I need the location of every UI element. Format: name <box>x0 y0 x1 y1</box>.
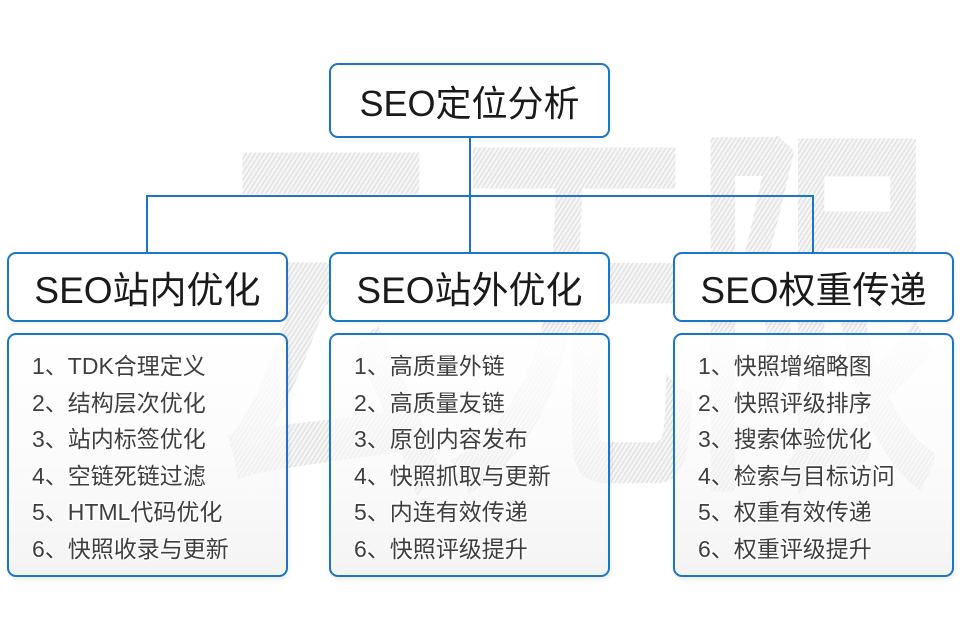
branch-header-label: SEO权重传递 <box>700 270 927 311</box>
list-item: 5、HTML代码优化 <box>32 499 223 525</box>
list-item: 2、快照评级排序 <box>698 389 872 416</box>
list-item: 4、快照抓取与更新 <box>354 462 551 489</box>
branch-header-label: SEO站内优化 <box>34 270 261 311</box>
list-item: 6、权重评级提升 <box>698 535 872 562</box>
list-item: 6、快照评级提升 <box>354 535 528 562</box>
list-item: 3、原创内容发布 <box>354 426 528 452</box>
list-item: 5、权重有效传递 <box>698 499 872 525</box>
list-item: 3、搜索体验优化 <box>698 426 872 452</box>
list-item: 5、内连有效传递 <box>354 499 528 525</box>
branch-header-label: SEO站外优化 <box>356 270 583 311</box>
list-item: 6、快照收录与更新 <box>32 535 229 562</box>
list-item: 3、站内标签优化 <box>32 426 206 452</box>
root-topic-label: SEO定位分析 <box>359 82 580 124</box>
list-item: 1、高质量外链 <box>354 353 505 379</box>
branch-header-onsite: SEO站内优化 <box>7 252 288 322</box>
list-item: 1、快照增缩略图 <box>698 353 872 379</box>
connector-right-vertical <box>812 195 814 254</box>
list-item: 1、TDK合理定义 <box>32 353 206 379</box>
list-item: 2、结构层次优化 <box>32 389 206 416</box>
list-item: 4、检索与目标访问 <box>698 462 895 489</box>
connector-horizontal <box>146 195 814 197</box>
root-topic-box: SEO定位分析 <box>329 63 610 138</box>
branch-header-weight: SEO权重传递 <box>673 252 954 322</box>
item-list: 1、高质量外链 2、高质量友链 3、原创内容发布 4、快照抓取与更新 5、内连有… <box>331 335 608 567</box>
connector-left-vertical <box>146 195 148 254</box>
branch-header-offsite: SEO站外优化 <box>329 252 610 322</box>
branch-list-onsite: 1、TDK合理定义 2、结构层次优化 3、站内标签优化 4、空链死链过滤 5、H… <box>7 333 288 577</box>
branch-list-weight: 1、快照增缩略图 2、快照评级排序 3、搜索体验优化 4、检索与目标访问 5、权… <box>673 333 954 577</box>
list-item: 2、高质量友链 <box>354 389 505 416</box>
item-list: 1、快照增缩略图 2、快照评级排序 3、搜索体验优化 4、检索与目标访问 5、权… <box>675 335 952 567</box>
list-item: 4、空链死链过滤 <box>32 462 206 489</box>
branch-list-offsite: 1、高质量外链 2、高质量友链 3、原创内容发布 4、快照抓取与更新 5、内连有… <box>329 333 610 577</box>
item-list: 1、TDK合理定义 2、结构层次优化 3、站内标签优化 4、空链死链过滤 5、H… <box>9 335 286 567</box>
